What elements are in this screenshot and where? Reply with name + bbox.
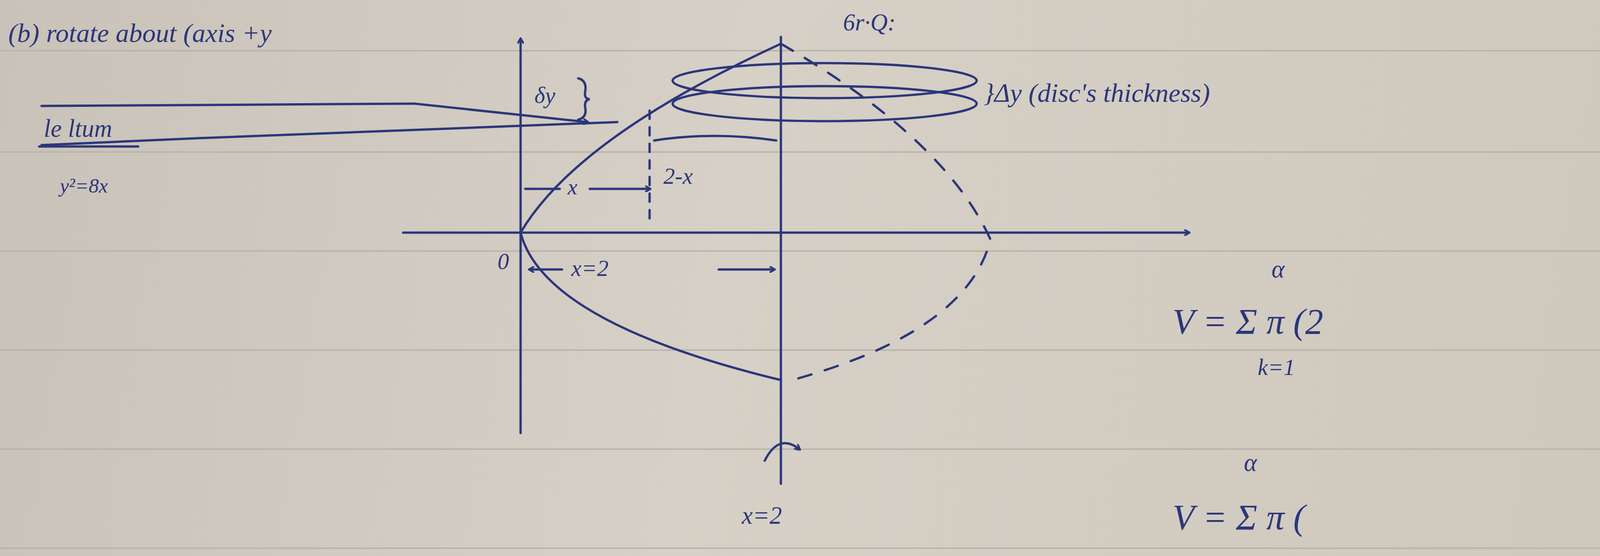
handwritten-label: y²=8x [59,175,108,198]
leader-line [41,122,618,146]
dimension-line [529,268,563,271]
handwritten-label: }Δy (disc's thickness) [983,78,1211,108]
handwritten-label: x=2 [571,255,609,282]
dimension-line [589,187,650,191]
axis-of-rotation [779,36,783,484]
dimension-line [648,110,651,222]
handwritten-label: le ltum [43,115,112,143]
ruled-lines [0,50,1600,549]
handwritten-label: 0 [497,248,510,275]
handwritten-label: α [1271,255,1285,283]
handwritten-label: k=1 [1257,354,1296,381]
handwritten-label: δy [534,82,556,109]
dimension-line [525,187,560,191]
handwritten-label: (b) rotate about (axis +y [8,18,272,48]
handwritten-label: x=2 [741,502,782,530]
handwritten-label: 6r·Q: [843,9,896,36]
handwritten-label: α [1243,449,1257,477]
dimension-line [654,135,777,141]
thickness-bracket [578,78,590,120]
rotation-arrow [764,443,800,461]
underline [39,145,139,148]
leader-line [41,103,415,106]
disc-bottom [672,86,977,122]
handwritten-label: V = Σ π (2 [1172,301,1324,342]
handwritten-label: x [567,175,578,200]
handwritten-label: 2-x [663,163,693,189]
handwritten-label: V = Σ π ( [1172,497,1306,538]
rotated-outline [780,43,991,381]
disc-top [672,63,977,99]
dimension-line [718,268,774,271]
leader-line [414,103,588,123]
